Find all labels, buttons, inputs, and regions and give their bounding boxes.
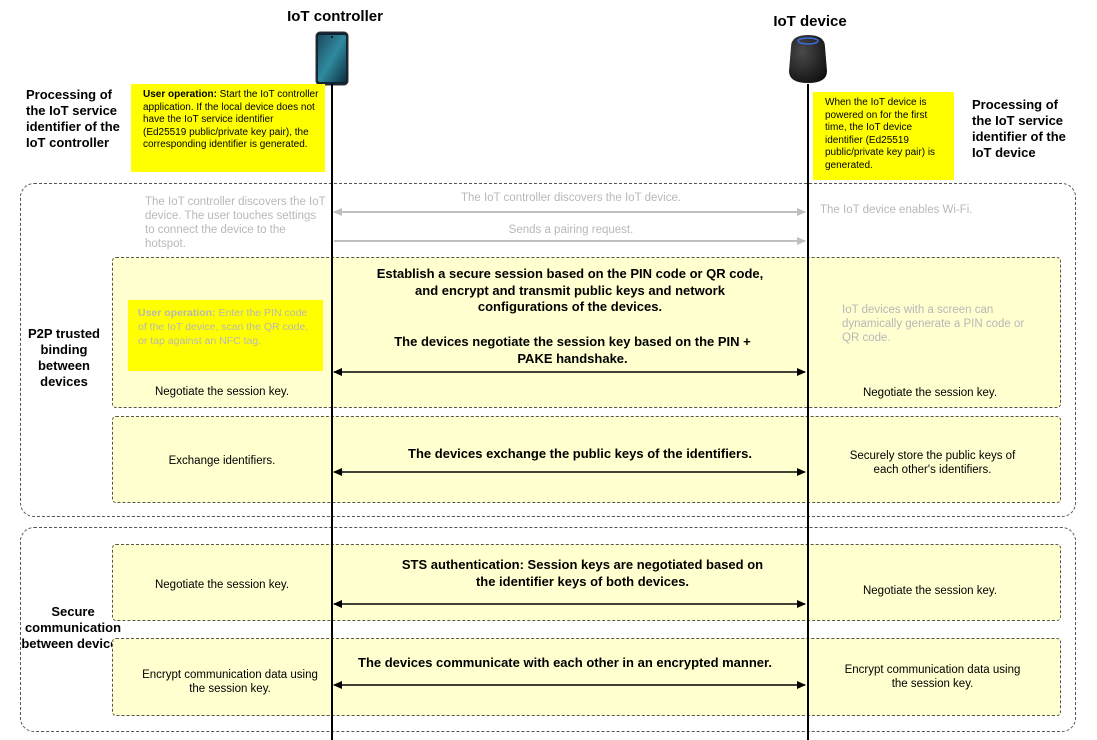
encrypt-data-right: Encrypt communication data using the ses… [844, 664, 1021, 690]
store-public-keys-right: Securely store the public keys of each o… [849, 450, 1016, 476]
exchange-identifiers-left: Exchange identifiers. [168, 455, 276, 467]
pin-user-operation-label: User operation: [138, 307, 216, 319]
sts-authentication-panel [112, 544, 1061, 621]
device-lifeline [807, 84, 809, 740]
pin-user-operation-note: User operation: Enter the PIN code of th… [128, 300, 323, 371]
pin-user-operation-text: Enter the PIN code of the IoT device, sc… [138, 307, 309, 347]
encrypted-communication-panel [112, 638, 1061, 716]
pairing-request-message: Sends a pairing request. [508, 224, 634, 236]
controller-user-operation-note: User operation: Start the IoT controller… [131, 84, 325, 172]
user-operation-label: User operation: [143, 89, 217, 100]
device-identifier-note: When the IoT device is powered on for th… [813, 92, 954, 180]
sts-negotiate-right: Negotiate the session key. [862, 585, 998, 597]
pake-handshake-message: The devices negotiate the session key ba… [394, 334, 751, 366]
controller-title: IoT controller [287, 8, 383, 25]
p2p-binding-group [20, 183, 1076, 517]
secure-communication-group [20, 527, 1076, 732]
negotiate-session-key-left: Negotiate the session key. [154, 386, 290, 398]
device-screen-pin-note: IoT devices with a screen can dynamicall… [842, 304, 1025, 344]
exchange-identifiers-panel [112, 416, 1061, 503]
p2p-binding-label: P2P trusted binding between devices [27, 326, 100, 389]
encrypt-data-left: Encrypt communication data using the ses… [142, 669, 318, 695]
secure-communication-label: Secure communication between devices [21, 604, 125, 651]
controller-processing-heading: Processing of the IoT service identifier… [26, 87, 120, 150]
sts-negotiate-left: Negotiate the session key. [154, 579, 290, 591]
discover-message: The IoT controller discovers the IoT dev… [460, 192, 682, 204]
smartphone-icon [315, 31, 349, 86]
discover-note-left: The IoT controller discovers the IoT dev… [145, 196, 326, 250]
device-title: IoT device [773, 13, 847, 30]
user-operation-text: Start the IoT controller application. If… [143, 89, 319, 150]
controller-lifeline [331, 84, 333, 740]
sts-authentication-message: STS authentication: Session keys are neg… [401, 557, 764, 589]
device-processing-heading: Processing of the IoT service identifier… [972, 97, 1066, 160]
exchange-public-keys-message: The devices exchange the public keys of … [408, 446, 752, 461]
negotiate-session-key-right: Negotiate the session key. [862, 387, 998, 399]
smart-speaker-icon [787, 33, 829, 85]
wifi-note-right: The IoT device enables Wi-Fi. [820, 204, 973, 216]
encrypted-communication-message: The devices communicate with each other … [358, 655, 772, 670]
secure-session-message: Establish a secure session based on the … [376, 266, 764, 314]
